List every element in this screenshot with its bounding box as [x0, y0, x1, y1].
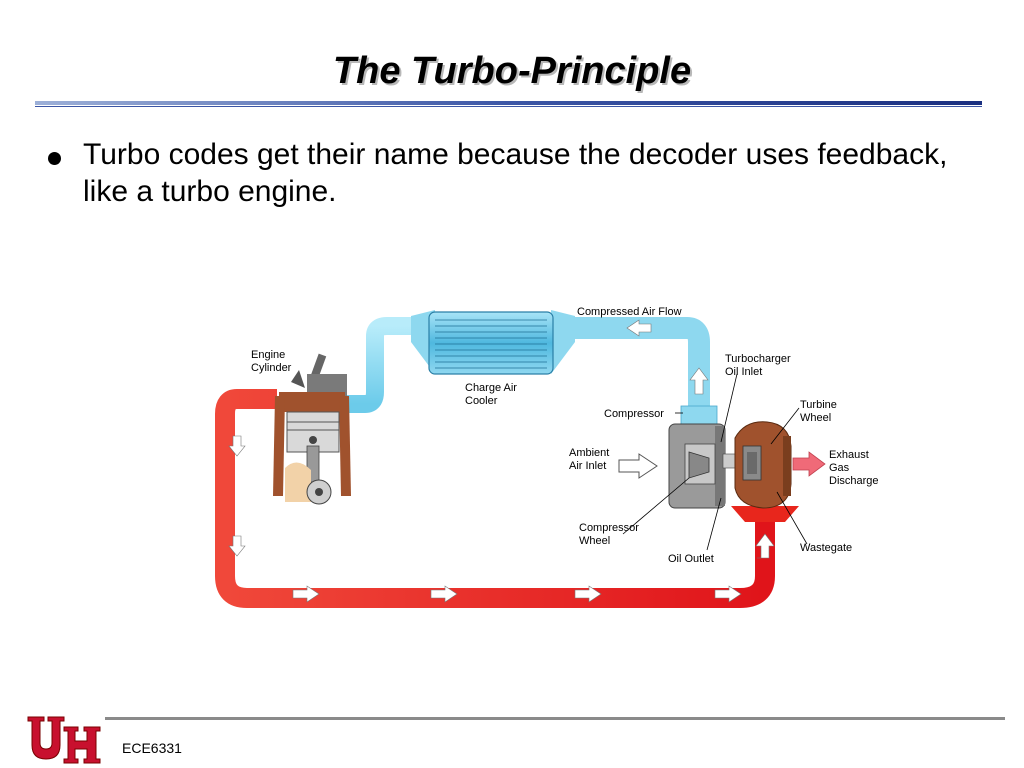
label-turbocharger-oil-inlet: Turbocharger Oil Inlet: [725, 353, 794, 378]
label-charge-air-cooler: Charge Air Cooler: [465, 382, 520, 407]
exhaust-flow-pipe: [215, 389, 775, 608]
label-exhaust-gas-discharge: Exhaust Gas Discharge: [829, 449, 879, 487]
turbocharger: [668, 405, 792, 509]
turbo-engine-diagram: Engine Cylinder Compressed Air Flow Char…: [215, 306, 879, 608]
title-underline: [35, 101, 982, 107]
label-engine-cylinder: Engine Cylinder: [251, 349, 292, 374]
label-compressor: Compressor: [604, 408, 664, 420]
label-compressor-wheel: Compressor Wheel: [579, 522, 642, 547]
footer-course-code: ECE6331: [122, 740, 182, 756]
uh-logo: UH: [27, 716, 101, 764]
engine-cylinder: [273, 353, 351, 505]
ambient-air-arrow: [618, 453, 658, 479]
intake-air-pipe-left: [343, 317, 433, 413]
label-compressed-air-flow: Compressed Air Flow: [577, 306, 682, 318]
label-wastegate: Wastegate: [800, 542, 852, 554]
bullet-text: Turbo codes get their name because the d…: [83, 138, 948, 208]
exhaust-manifold: [731, 506, 799, 522]
exhaust-discharge-arrow: [792, 451, 826, 477]
slide-title: The Turbo-Principle: [332, 50, 692, 92]
leader-lines: [622, 373, 808, 551]
exhaust-flow-arrows: [228, 435, 775, 603]
intake-flow-arrows: [626, 319, 709, 395]
intake-air-pipe-right: [553, 317, 710, 406]
label-turbine-wheel: Turbine Wheel: [800, 399, 840, 424]
label-ambient-air-inlet: Ambient Air Inlet: [569, 447, 612, 472]
bullet-dot: [48, 152, 61, 165]
charge-air-cooler: [428, 311, 554, 375]
footer-divider: [105, 717, 1005, 720]
bullet-item: Turbo codes get their name because the d…: [48, 136, 948, 210]
label-oil-outlet: Oil Outlet: [668, 553, 714, 565]
cooler-outlet-taper: [551, 310, 575, 374]
